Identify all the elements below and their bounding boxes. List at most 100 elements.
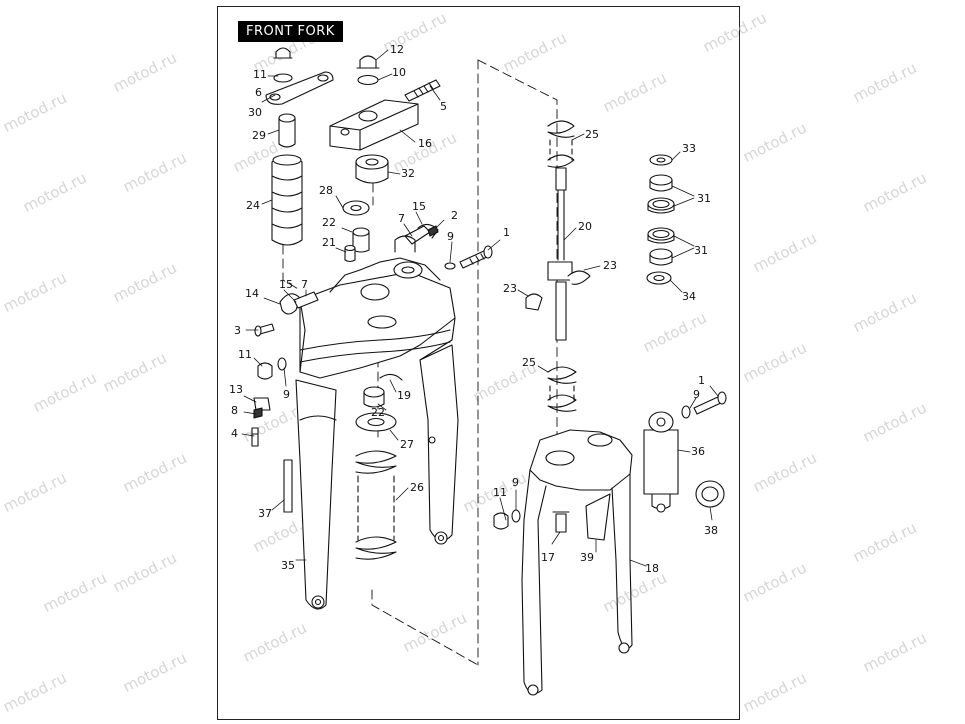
callout-18: 18 bbox=[645, 562, 659, 575]
callout-leader-lines bbox=[241, 49, 719, 567]
part-rod-37 bbox=[283, 459, 293, 513]
part-plate-39 bbox=[585, 493, 611, 541]
callout-31: 31 bbox=[697, 192, 711, 205]
part-clip-7-lower bbox=[293, 291, 319, 309]
part-clip-23-right bbox=[567, 270, 591, 285]
part-screw-2 bbox=[427, 225, 439, 237]
callout-3: 3 bbox=[234, 324, 241, 337]
part-washer-9-shock bbox=[681, 405, 691, 419]
callout-9: 9 bbox=[447, 230, 454, 243]
callout-4: 4 bbox=[231, 427, 238, 440]
callout-22: 22 bbox=[371, 406, 385, 419]
part-spring-25-upper bbox=[547, 120, 575, 168]
part-bearing-31-a bbox=[649, 174, 673, 192]
part-top-bracket-16 bbox=[329, 99, 419, 151]
callout-12: 12 bbox=[390, 43, 404, 56]
callout-32: 32 bbox=[401, 167, 415, 180]
part-circlip-19 bbox=[379, 373, 403, 381]
callout-31: 31 bbox=[694, 244, 708, 257]
callout-1: 1 bbox=[503, 226, 510, 239]
part-upper-plate-30 bbox=[265, 71, 334, 105]
callout-10: 10 bbox=[392, 66, 406, 79]
part-clip-7-upper bbox=[404, 225, 431, 245]
part-washer-27 bbox=[355, 412, 397, 432]
callout-20: 20 bbox=[578, 220, 592, 233]
callout-38: 38 bbox=[704, 524, 718, 537]
callout-23: 23 bbox=[503, 282, 517, 295]
part-bearing-31-c bbox=[647, 227, 675, 244]
callout-23: 23 bbox=[603, 259, 617, 272]
part-fork-slider-right bbox=[419, 344, 459, 545]
diagram-title: FRONT FORK bbox=[238, 21, 343, 42]
callout-15: 15 bbox=[279, 278, 293, 291]
part-cap-38 bbox=[695, 480, 725, 508]
callout-2: 2 bbox=[451, 209, 458, 222]
part-stud-21 bbox=[344, 244, 356, 263]
part-shock-absorber-36 bbox=[643, 411, 679, 513]
part-spring-26 bbox=[355, 450, 397, 560]
callout-numbers: 11 6 30 29 24 12 10 5 16 32 28 22 21 7 1… bbox=[229, 43, 718, 575]
callout-35: 35 bbox=[281, 559, 295, 572]
callout-33: 33 bbox=[682, 142, 696, 155]
part-damper-rod-20 bbox=[547, 167, 573, 341]
callout-36: 36 bbox=[691, 445, 705, 458]
part-lower-bracket-assembly bbox=[299, 235, 456, 379]
callout-9: 9 bbox=[512, 476, 519, 489]
part-washer-10 bbox=[357, 74, 379, 86]
callout-11: 11 bbox=[493, 486, 507, 499]
callout-11: 11 bbox=[253, 68, 267, 81]
callout-6: 6 bbox=[255, 86, 262, 99]
callout-1: 1 bbox=[698, 374, 705, 387]
callout-37: 37 bbox=[258, 507, 272, 520]
callout-8: 8 bbox=[231, 404, 238, 417]
part-washer-9-lower bbox=[511, 509, 521, 523]
callout-13: 13 bbox=[229, 383, 243, 396]
callout-21: 21 bbox=[322, 236, 336, 249]
callout-9: 9 bbox=[693, 388, 700, 401]
part-valve-4 bbox=[251, 427, 259, 447]
callout-29: 29 bbox=[252, 129, 266, 142]
part-pinch-bolt-5 bbox=[404, 79, 441, 102]
callout-30: 30 bbox=[248, 106, 262, 119]
callout-22: 22 bbox=[322, 216, 336, 229]
part-spring-14 bbox=[279, 293, 301, 315]
callout-25: 25 bbox=[585, 128, 599, 141]
callout-34: 34 bbox=[682, 290, 696, 303]
part-washer-6 bbox=[273, 73, 293, 83]
part-race-34 bbox=[646, 271, 672, 285]
part-bushing-22-lower bbox=[363, 386, 385, 408]
part-spring-15-upper bbox=[417, 223, 439, 239]
part-fork-rocker-18 bbox=[521, 429, 633, 696]
callout-25: 25 bbox=[522, 356, 536, 369]
callout-26: 26 bbox=[410, 481, 424, 494]
callout-39: 39 bbox=[580, 551, 594, 564]
callout-16: 16 bbox=[418, 137, 432, 150]
callout-19: 19 bbox=[397, 389, 411, 402]
callout-7: 7 bbox=[398, 212, 405, 225]
part-cap-nut-12 bbox=[356, 55, 380, 69]
callout-17: 17 bbox=[541, 551, 555, 564]
callout-28: 28 bbox=[319, 184, 333, 197]
part-fork-slider-35 bbox=[295, 379, 337, 610]
part-washer-9-left bbox=[277, 357, 287, 371]
part-clamp-13 bbox=[253, 397, 271, 411]
callout-27: 27 bbox=[400, 438, 414, 451]
part-stem-nut-32 bbox=[355, 154, 389, 184]
part-washer-9-upper bbox=[444, 262, 456, 270]
part-spring-25-lower bbox=[547, 366, 577, 412]
part-nut-11-lower bbox=[493, 512, 509, 530]
part-bolt-1-upper bbox=[459, 245, 493, 269]
part-bearing-31-b bbox=[647, 197, 675, 214]
part-fork-boot-24 bbox=[271, 154, 303, 246]
callout-14: 14 bbox=[245, 287, 259, 300]
part-race-33 bbox=[649, 154, 673, 166]
callout-7: 7 bbox=[301, 278, 308, 291]
part-nut-8 bbox=[253, 407, 263, 419]
callout-15: 15 bbox=[412, 200, 426, 213]
part-bearing-31-d bbox=[649, 248, 673, 266]
part-spacer-tube-29 bbox=[278, 113, 296, 148]
part-bearing-28 bbox=[342, 200, 370, 216]
callout-9: 9 bbox=[283, 388, 290, 401]
part-bolt-17 bbox=[552, 511, 570, 533]
